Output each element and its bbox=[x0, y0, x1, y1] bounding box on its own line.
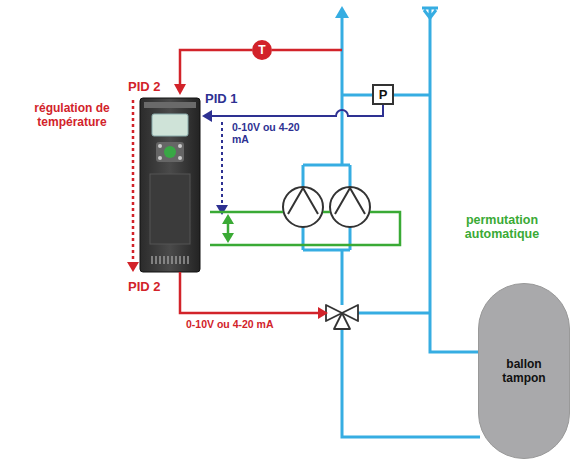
signal-arrowhead bbox=[222, 214, 234, 243]
node-text: ballon tampon bbox=[486, 357, 562, 386]
signal-arrowhead bbox=[202, 110, 228, 215]
pressure-signal-wire bbox=[212, 105, 383, 205]
frequency-drive bbox=[140, 98, 200, 272]
pid-label: PID 2 bbox=[128, 280, 178, 295]
function-label: permutation automatique bbox=[440, 213, 564, 242]
node-text: P bbox=[379, 87, 388, 102]
three-way-valve bbox=[326, 305, 358, 329]
flow-arrow bbox=[422, 8, 438, 18]
pump-symbol bbox=[283, 187, 370, 227]
pipe-network bbox=[303, 14, 480, 437]
temperature-sensor: T bbox=[252, 40, 272, 60]
temperature-signal-wire bbox=[133, 50, 342, 313]
function-label: régulation de température bbox=[22, 102, 122, 130]
switching-wire bbox=[210, 212, 400, 245]
signal-label: 0-10V ou 4-20 mA bbox=[232, 121, 302, 145]
pressure-sensor: P bbox=[372, 84, 394, 105]
buffer-tank: ballon tampon bbox=[478, 283, 570, 459]
flow-arrow bbox=[335, 6, 349, 18]
node-text: T bbox=[258, 43, 265, 57]
pid-label: PID 1 bbox=[205, 92, 255, 107]
pid-label: PID 2 bbox=[128, 80, 178, 95]
signal-arrowhead bbox=[127, 84, 328, 319]
signal-label: 0-10V ou 4-20 mA bbox=[186, 318, 316, 330]
